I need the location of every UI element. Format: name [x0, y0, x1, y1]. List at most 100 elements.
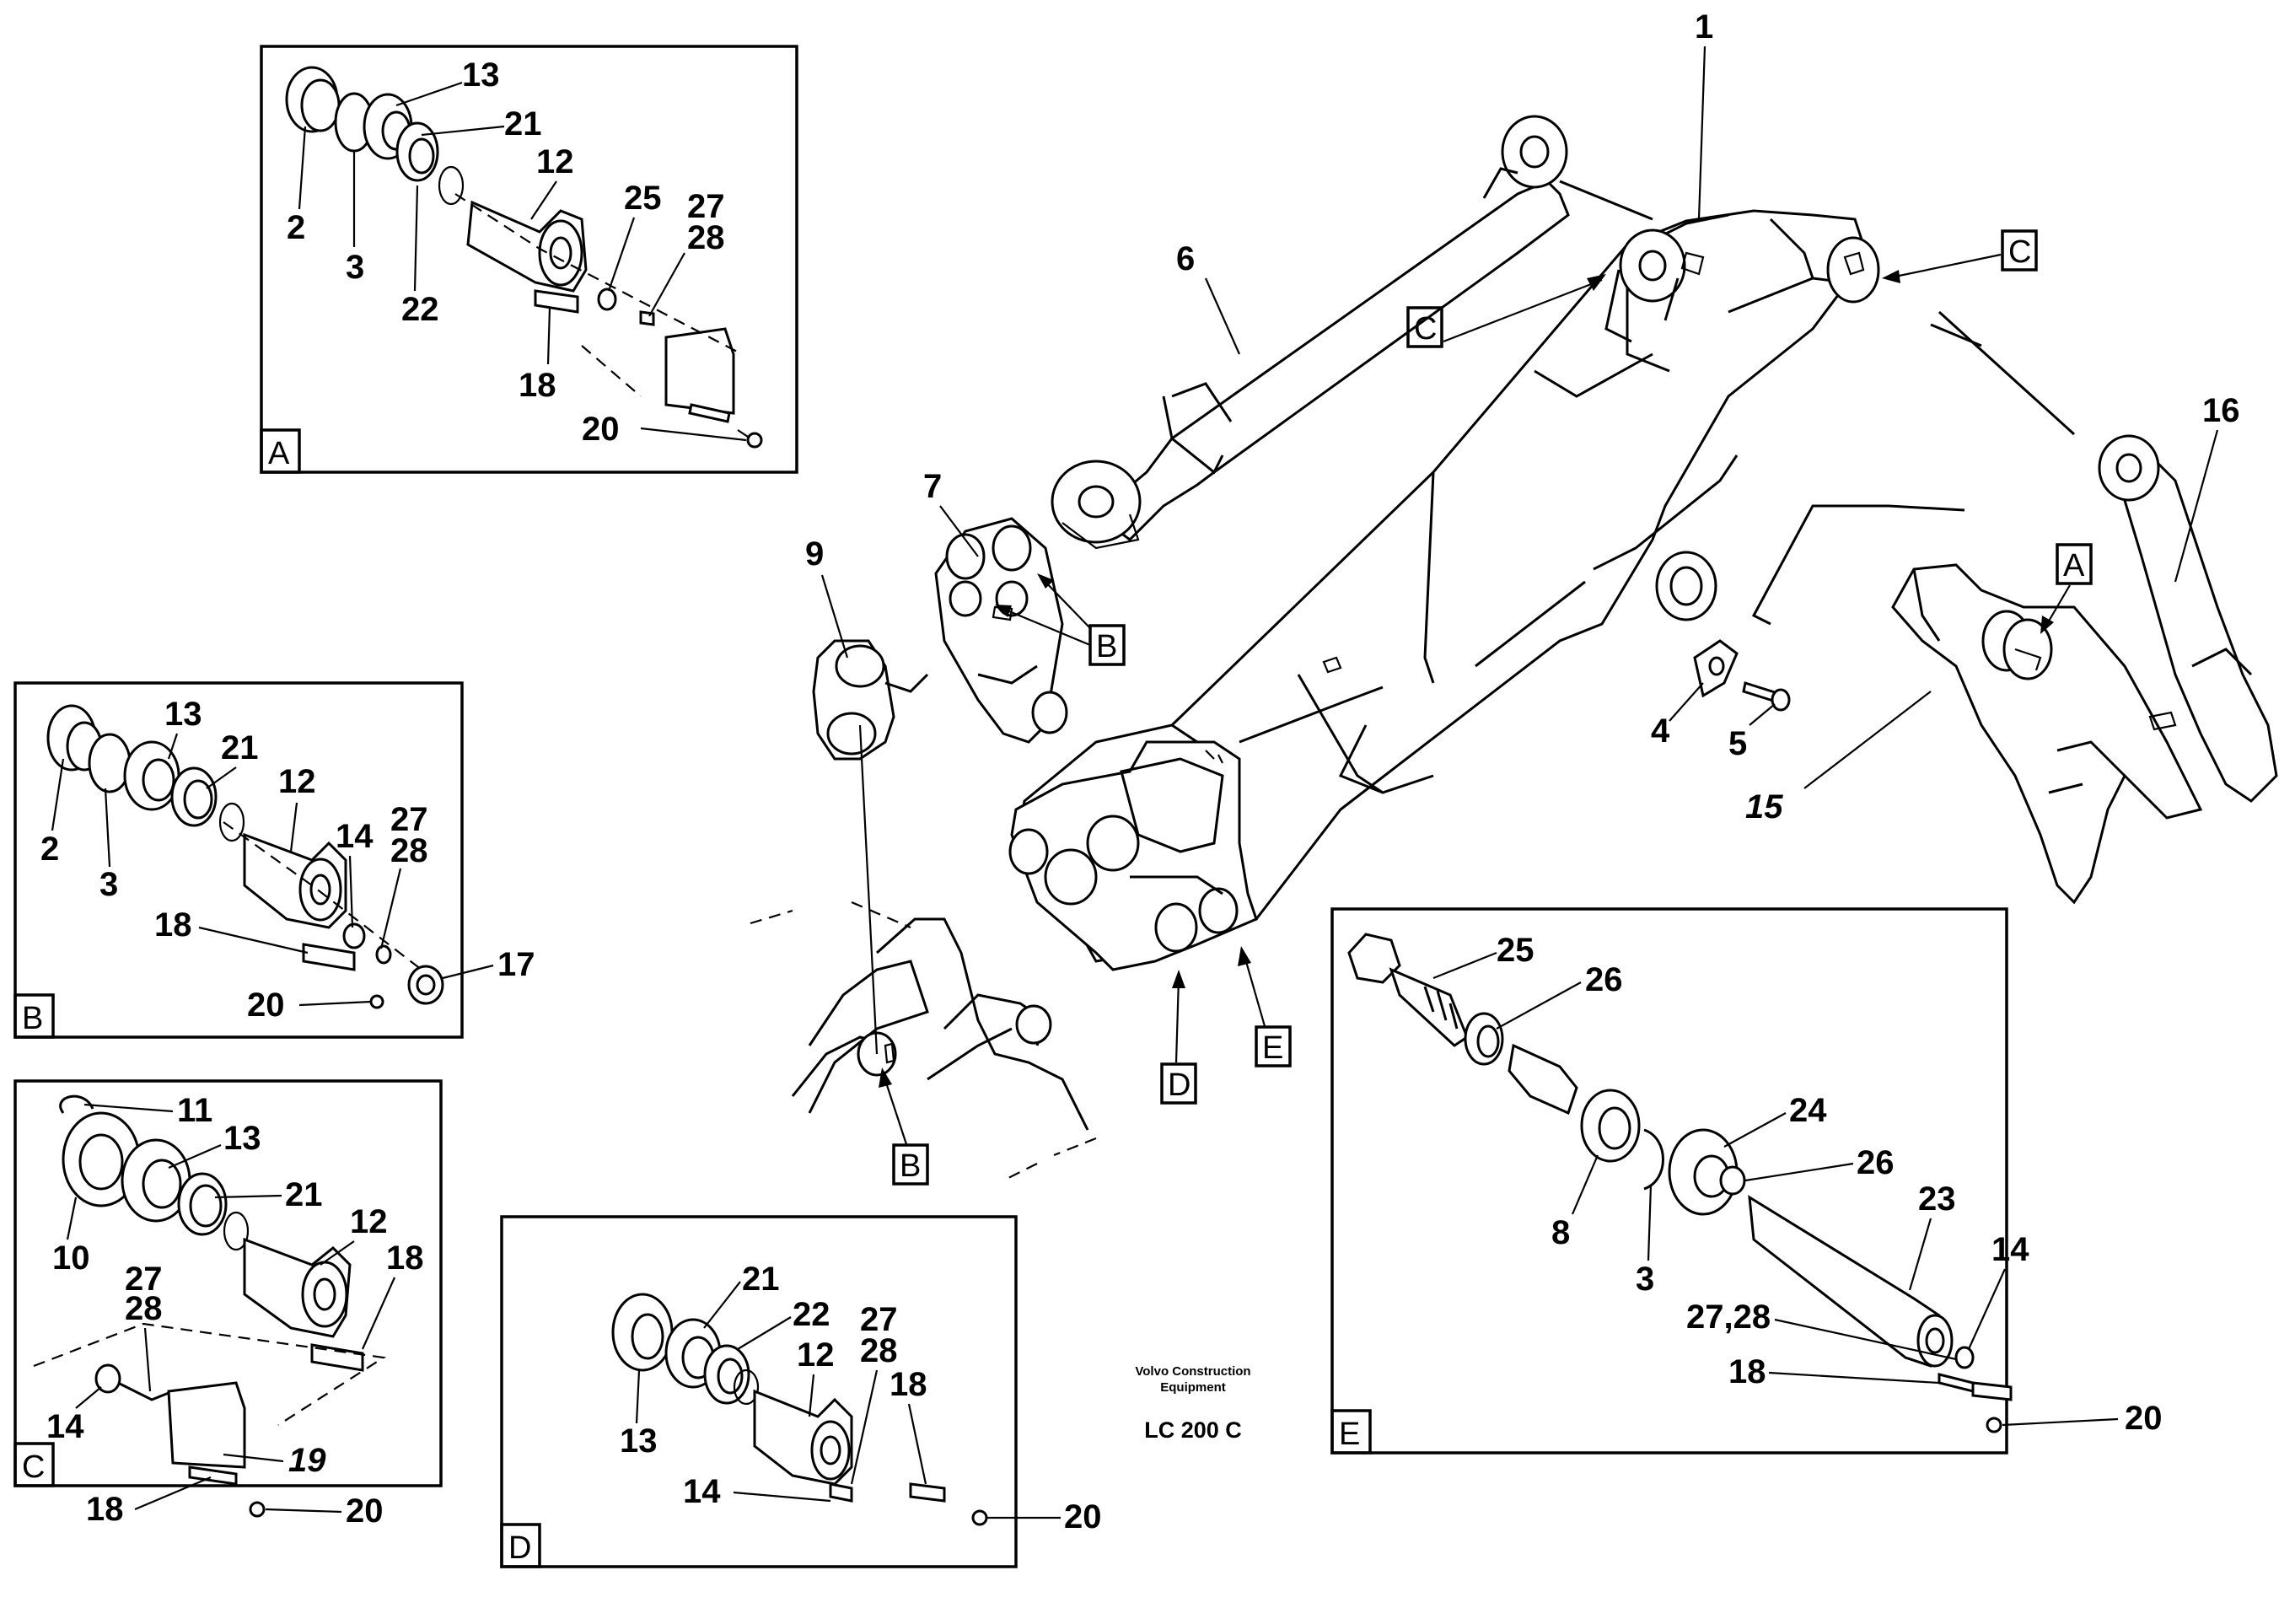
- svg-text:2: 2: [287, 209, 305, 246]
- panel-b: B 13 21 12 2 3 14 27 28 18 17: [13, 681, 535, 1039]
- callout-4: 4: [1651, 713, 1670, 750]
- svg-text:13: 13: [164, 696, 202, 733]
- panel-c: C 11 13 21 12 10 27 28 18 19 1: [13, 1079, 443, 1530]
- svg-text:28: 28: [860, 1332, 898, 1369]
- svg-text:12: 12: [797, 1336, 835, 1374]
- svg-text:26: 26: [1857, 1144, 1895, 1181]
- svg-text:A: A: [2063, 548, 2085, 583]
- callout-16: 16: [2202, 392, 2240, 429]
- hydraulic-cylinder-16: [1930, 310, 2278, 803]
- svg-text:22: 22: [401, 291, 439, 328]
- svg-text:27: 27: [687, 188, 725, 225]
- model-code: LC 200 C: [1144, 1417, 1242, 1443]
- svg-text:27: 27: [390, 801, 428, 838]
- callout-15: 15: [1745, 788, 1783, 825]
- callout-1: 1: [1695, 8, 1713, 46]
- svg-text:25: 25: [1497, 932, 1534, 969]
- svg-text:2: 2: [40, 831, 59, 868]
- ref-box-c-left: [1406, 306, 1443, 348]
- svg-text:20: 20: [582, 411, 620, 448]
- svg-text:B: B: [22, 1001, 43, 1036]
- boom-assembly: [1008, 209, 1880, 971]
- svg-text:3: 3: [1636, 1261, 1654, 1298]
- maker-block: Volvo Construction Equipment LC 200 C: [1135, 1364, 1250, 1443]
- svg-text:3: 3: [346, 249, 364, 286]
- svg-text:C: C: [1414, 311, 1437, 347]
- svg-text:22: 22: [793, 1296, 830, 1333]
- svg-text:18: 18: [890, 1366, 927, 1403]
- svg-text:18: 18: [86, 1491, 124, 1528]
- svg-text:13: 13: [620, 1422, 658, 1460]
- svg-text:14: 14: [683, 1473, 721, 1510]
- svg-text:20: 20: [247, 987, 285, 1024]
- svg-text:3: 3: [99, 866, 118, 903]
- svg-text:20: 20: [2125, 1400, 2163, 1437]
- callout-9: 9: [805, 535, 824, 573]
- panel-d: D 21 22 27 28 12 18 13 14 20: [500, 1215, 1102, 1568]
- svg-text:14: 14: [1991, 1231, 2029, 1268]
- ref-box-c-right: [2001, 229, 2038, 272]
- svg-text:25: 25: [624, 180, 662, 217]
- svg-text:20: 20: [1064, 1498, 1102, 1535]
- svg-text:B: B: [1096, 629, 1117, 664]
- svg-text:8: 8: [1551, 1214, 1570, 1251]
- svg-text:D: D: [508, 1530, 531, 1566]
- svg-text:13: 13: [462, 56, 500, 94]
- plate-4-and-bolt-5: [1693, 639, 1791, 712]
- svg-text:21: 21: [285, 1176, 323, 1213]
- callout-5: 5: [1728, 725, 1747, 762]
- svg-text:12: 12: [536, 143, 574, 180]
- svg-text:18: 18: [154, 906, 192, 944]
- svg-text:19: 19: [288, 1442, 326, 1479]
- svg-text:14: 14: [46, 1408, 84, 1445]
- svg-text:18: 18: [1728, 1353, 1766, 1390]
- svg-text:11: 11: [177, 1092, 212, 1129]
- svg-text:E: E: [1262, 1030, 1283, 1066]
- callout-7: 7: [923, 468, 942, 505]
- maker-line2: Equipment: [1160, 1380, 1226, 1395]
- svg-text:10: 10: [52, 1240, 90, 1277]
- svg-text:12: 12: [278, 763, 316, 800]
- svg-text:18: 18: [386, 1240, 424, 1277]
- svg-text:21: 21: [504, 105, 542, 143]
- maker-line1: Volvo Construction: [1135, 1364, 1250, 1379]
- svg-text:28: 28: [125, 1290, 163, 1327]
- svg-text:27,28: 27,28: [1686, 1299, 1771, 1336]
- svg-text:28: 28: [390, 832, 428, 869]
- svg-text:A: A: [268, 436, 290, 471]
- boom-head-pivot-right: [1826, 236, 1880, 304]
- svg-text:27: 27: [125, 1261, 163, 1298]
- svg-text:21: 21: [221, 729, 259, 766]
- svg-text:21: 21: [742, 1261, 780, 1298]
- callout-6: 6: [1176, 240, 1195, 277]
- svg-text:24: 24: [1789, 1092, 1827, 1129]
- svg-text:17: 17: [497, 946, 535, 983]
- svg-text:28: 28: [687, 219, 725, 256]
- link-bracket-7: [934, 517, 1068, 744]
- svg-text:27: 27: [860, 1301, 898, 1338]
- svg-text:13: 13: [223, 1120, 261, 1157]
- svg-text:20: 20: [346, 1492, 384, 1530]
- link-9: [812, 639, 929, 761]
- svg-text:E: E: [1339, 1417, 1360, 1452]
- svg-text:14: 14: [336, 818, 374, 855]
- lower-bucket-bracket: [750, 724, 1097, 1181]
- svg-text:B: B: [900, 1148, 921, 1184]
- ref-box-a: [2056, 543, 2093, 585]
- ref-box-b-lower: [892, 1143, 929, 1186]
- svg-text:18: 18: [519, 367, 556, 404]
- dipper-arm-15: [1751, 504, 2203, 905]
- ref-box-d: [1160, 1062, 1197, 1105]
- hydraulic-cylinder-6: [1051, 115, 1653, 550]
- panel-e: E 25 26 24 26 8 3 23 14 27,28: [1330, 907, 2163, 1455]
- main-callouts: 1 6 7 9 4 5 15 16 C C B A: [805, 8, 2240, 1186]
- svg-text:23: 23: [1918, 1180, 1956, 1218]
- panel-a: A 13 21 12 2 3 22 25 27: [260, 45, 798, 474]
- ref-box-e: [1255, 1025, 1292, 1067]
- svg-text:D: D: [1168, 1067, 1190, 1103]
- svg-text:26: 26: [1585, 961, 1623, 998]
- svg-text:C: C: [2008, 234, 2031, 270]
- svg-text:C: C: [22, 1449, 45, 1485]
